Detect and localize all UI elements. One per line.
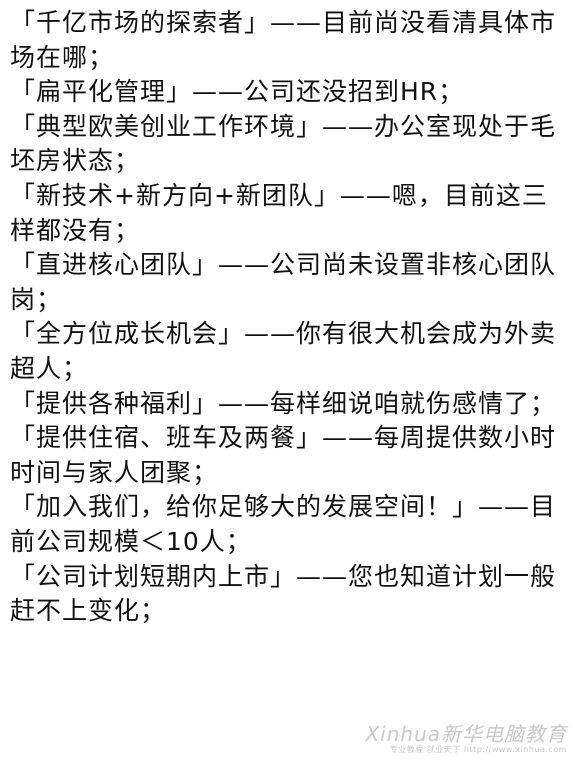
text-line: 「全方位成长机会」——你有很大机会成为外卖 [10, 319, 557, 349]
text-line: 「扁平化管理」——公司还没招到HR； [10, 77, 465, 107]
text-line: 样都没有； [10, 215, 141, 245]
text-line: 赶不上变化； [10, 596, 167, 626]
text-line: 「千亿市场的探索者」——目前尚没看清具体市 [10, 8, 557, 37]
text-line: 「公司计划短期内上市」——您也知道计划一般 [10, 561, 557, 591]
text-line: 超人； [10, 353, 89, 383]
text-line: 「提供各种福利」——每样细说咱就伤感情了； [10, 388, 557, 418]
text-line: 前公司规模＜10人； [10, 526, 252, 556]
document-body: 「千亿市场的探索者」——目前尚没看清具体市 场在哪； 「扁平化管理」——公司还没… [10, 6, 566, 629]
watermark: Xinhua新华电脑教育 专业教程 就业天下 http://www.xinhua… [365, 723, 567, 755]
text-line: 坯房状态； [10, 146, 141, 176]
text-line: 「加入我们，给你足够大的发展空间！」——目 [10, 492, 557, 522]
text-line: 岗； [10, 284, 63, 314]
watermark-subtext: 专业教程 就业天下 http://www.xinhua.com [389, 745, 567, 754]
text-line: 「直进核心团队」——公司尚未设置非核心团队 [10, 250, 557, 280]
text-line: 场在哪； [10, 42, 115, 72]
text-line: 「典型欧美创业工作环境」——办公室现处于毛 [10, 111, 557, 141]
text-line: 「新技术+新方向+新团队」——嗯，目前这三 [10, 180, 548, 210]
text-line: 时间与家人团聚； [10, 457, 219, 487]
text-line: 「提供住宿、班车及两餐」——每周提供数小时 [10, 423, 557, 453]
watermark-logo-text: Xinhua新华电脑教育 [365, 722, 567, 746]
